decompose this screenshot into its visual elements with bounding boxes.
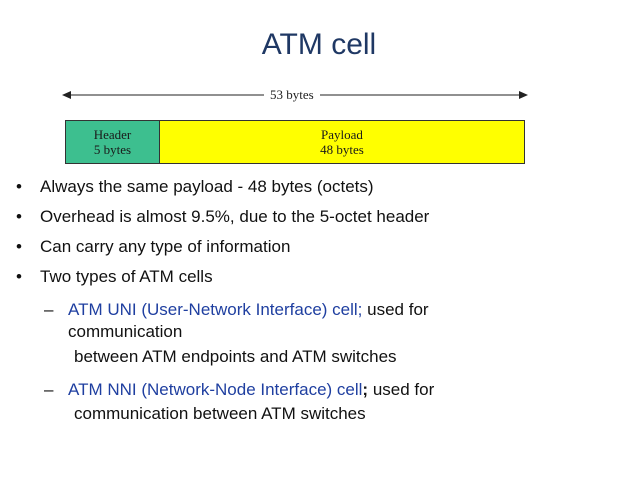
- sub-bullet-item: –ATM NNI (Network-Node Interface) cell; …: [44, 378, 434, 402]
- payload-field-box: Payload 48 bytes: [159, 120, 525, 164]
- bullet-text: Overhead is almost 9.5%, due to the 5-oc…: [40, 207, 430, 226]
- dash-icon: –: [44, 300, 54, 319]
- header-field-box: Header 5 bytes: [65, 120, 160, 164]
- bullet-item: • Always the same payload - 48 bytes (oct…: [16, 177, 374, 197]
- sub-bullet-continuation: communication between ATM switches: [74, 404, 366, 423]
- bullet-dot-icon: •: [16, 177, 22, 196]
- bullet-dot-icon: •: [16, 267, 22, 286]
- bullet-text: Two types of ATM cells: [40, 267, 213, 286]
- bullet-item: • Can carry any type of information: [16, 237, 290, 257]
- sub-bullet-continuation: between ATM endpoints and ATM switches: [74, 347, 397, 366]
- slide-title: ATM cell: [261, 28, 377, 61]
- payload-field-label: Payload: [321, 127, 363, 142]
- bullet-item: • Overhead is almost 9.5%, due to the 5-o…: [16, 207, 429, 227]
- bullet-item: • Two types of ATM cells: [16, 267, 213, 287]
- semicolon-mark: ;: [362, 380, 369, 399]
- header-field-size: 5 bytes: [93, 142, 132, 157]
- payload-field-size: 48 bytes: [320, 142, 364, 157]
- nni-cell-term: ATM NNI (Network-Node Interface) cell: [68, 380, 363, 399]
- bullet-dot-icon: •: [16, 237, 22, 256]
- bullet-text: Can carry any type of information: [40, 237, 291, 256]
- dash-icon: –: [44, 380, 54, 399]
- uni-cell-term: ATM UNI (User-Network Interface) cell;: [68, 300, 363, 319]
- bullet-dot-icon: •: [16, 207, 22, 226]
- header-field-label: Header: [93, 127, 132, 142]
- sub-bullet-continuation: communication: [68, 322, 183, 341]
- sub-bullet-text: used for: [368, 380, 435, 399]
- sub-bullet-item: –ATM UNI (User-Network Interface) cell; …: [44, 298, 429, 322]
- total-size-label: 53 bytes: [264, 87, 320, 103]
- sub-bullet-text: used for: [362, 300, 429, 319]
- bullet-text: Always the same payload - 48 bytes (octe…: [40, 177, 374, 196]
